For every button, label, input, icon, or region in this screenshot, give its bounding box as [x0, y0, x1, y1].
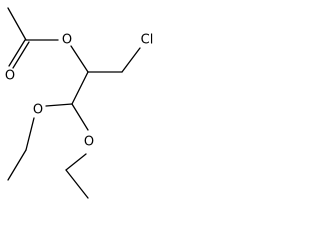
bond-acetal-o-right	[71, 103, 89, 131]
bond-ester-o-ch	[70, 45, 89, 73]
bond-carbonyl-double-a	[8, 39, 26, 67]
bond-ch-acetal	[71, 71, 89, 105]
bond-carbonyl-double-b	[12, 41, 30, 69]
bond-ethyl-right	[65, 169, 89, 199]
bond-acetal-o-left	[45, 103, 73, 107]
bond-ethyl-left	[7, 149, 27, 181]
bond-o-left-ch2	[25, 117, 35, 151]
atom-carbonyl-oxygen: O	[5, 69, 15, 84]
molecule-diagram: O O Cl O O	[5, 7, 154, 199]
bond-o-right-ch2	[65, 153, 87, 171]
structure-canvas: O O Cl O O	[0, 0, 158, 214]
atom-ester-oxygen: O	[62, 33, 72, 48]
bond-ch2-cl	[121, 47, 141, 73]
atom-ether-oxygen-left: O	[33, 103, 43, 118]
atom-ether-oxygen-right: O	[84, 135, 94, 150]
bond-methyl-carbonyl	[7, 7, 27, 41]
atom-chlorine: Cl	[141, 33, 154, 48]
